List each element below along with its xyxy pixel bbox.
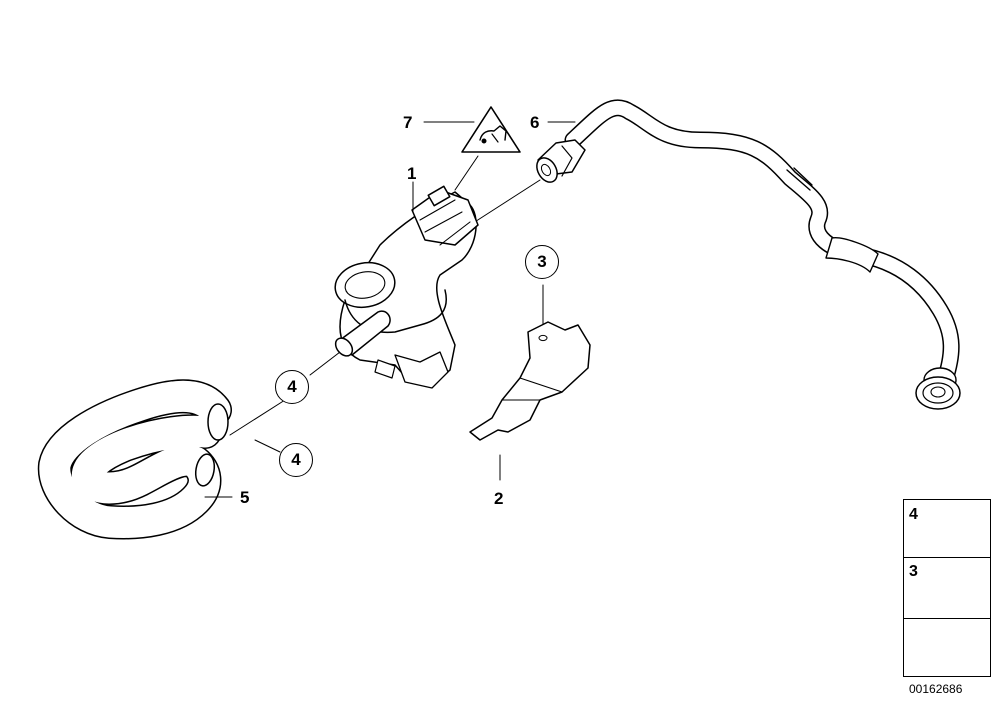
parts-legend: 4 3 — [903, 499, 991, 677]
warning-label — [461, 106, 521, 153]
callout-4-circle-lower: 4 — [279, 443, 313, 477]
leader-lines — [204, 121, 576, 498]
vent-pipe — [536, 99, 961, 410]
callout-1: 1 — [407, 164, 417, 183]
callout-6: 6 — [530, 113, 540, 132]
legend-number-4: 4 — [909, 506, 918, 523]
callout-7: 7 — [403, 113, 413, 132]
legend-number-3: 3 — [909, 563, 918, 580]
legend-divider — [904, 557, 990, 558]
diagram-id: 00162686 — [909, 682, 963, 696]
callout-2: 2 — [494, 489, 504, 508]
purge-valve — [334, 185, 479, 389]
callout-5: 5 — [240, 488, 250, 507]
pipe-quick-connector — [536, 139, 586, 183]
assembly-lines — [229, 155, 544, 436]
callout-3-circle: 3 — [525, 245, 559, 279]
callout-4-circle-upper: 4 — [275, 370, 309, 404]
pipe-end-connector — [915, 367, 961, 410]
connecting-hose — [37, 379, 232, 540]
mounting-bracket — [469, 321, 591, 441]
legend-divider — [904, 618, 990, 619]
